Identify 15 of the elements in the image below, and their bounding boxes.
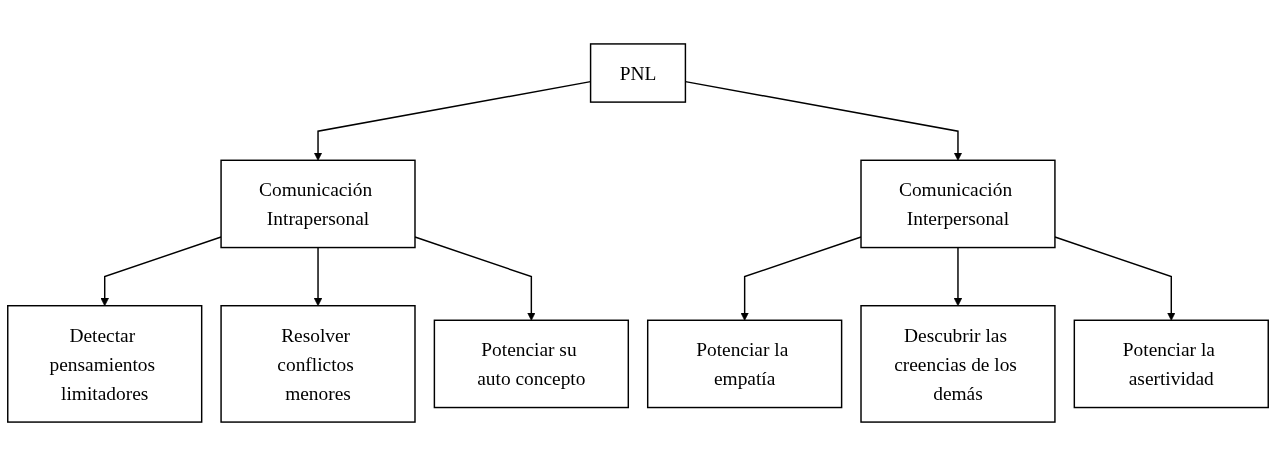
arrow [1054, 236, 1176, 321]
arrow [953, 246, 963, 307]
node-box: Comunicación Interpersonal [860, 159, 1056, 249]
arrow [414, 236, 536, 321]
node-box: Descubrir las creencias de los demás [860, 305, 1056, 423]
node-box: Detectar pensamientos limitadores [7, 305, 203, 423]
arrow [100, 236, 222, 307]
node-box: Potenciar su auto concepto [433, 319, 630, 409]
node-box: Potenciar la asertividad [1073, 319, 1269, 409]
node-box: PNL [589, 43, 687, 103]
node-box: Resolver conflictos menores [220, 305, 416, 423]
arrow [740, 236, 862, 321]
arrow [313, 246, 323, 307]
node-box: Comunicación Intrapersonal [220, 159, 416, 249]
node-box: Potenciar la empatía [646, 319, 843, 409]
